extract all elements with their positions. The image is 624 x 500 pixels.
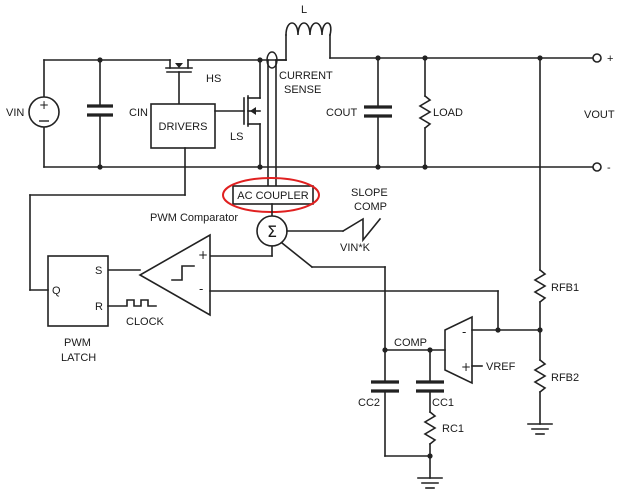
current-sense-label-2: SENSE bbox=[284, 84, 321, 96]
slope-label-1: SLOPE bbox=[351, 187, 388, 199]
rc1-label: RC1 bbox=[442, 423, 464, 435]
vout-label: VOUT bbox=[584, 109, 615, 121]
ac-coupler-block: AC COUPLER bbox=[222, 177, 320, 217]
hs-label: HS bbox=[206, 73, 221, 85]
hs-mosfet: HS bbox=[165, 59, 221, 105]
ls-label: LS bbox=[230, 131, 243, 143]
vout-plus-label: + bbox=[607, 53, 613, 65]
drivers-block: DRIVERS bbox=[150, 103, 245, 149]
vin-k-label: VIN*K bbox=[340, 242, 371, 254]
clock-source: CLOCK bbox=[107, 299, 165, 328]
svg-text:+: + bbox=[198, 248, 208, 262]
svg-text:-: - bbox=[199, 282, 203, 296]
latch-r-label: R bbox=[95, 301, 103, 313]
ac-coupler-highlight bbox=[222, 177, 320, 213]
vref-label: VREF bbox=[486, 361, 516, 373]
error-amplifier: - + VREF COMP bbox=[382, 290, 541, 385]
cout-capacitor: COUT bbox=[326, 55, 392, 170]
load-resistor: LOAD bbox=[418, 55, 463, 170]
inductor-l: L bbox=[275, 4, 332, 61]
rfb2-label: RFB2 bbox=[551, 372, 579, 384]
pwm-comparator-label: PWM Comparator bbox=[150, 212, 238, 224]
current-sense-label-1: CURRENT bbox=[279, 70, 333, 82]
latch-label-1: PWM bbox=[64, 337, 91, 349]
svg-text:+: + bbox=[39, 98, 49, 112]
sigma-symbol: Σ bbox=[267, 222, 277, 241]
ac-coupler-label: AC COUPLER bbox=[237, 190, 309, 202]
pwm-latch: Q S R PWM LATCH bbox=[29, 147, 186, 364]
power-rails bbox=[43, 57, 593, 168]
latch-label-2: LATCH bbox=[61, 352, 96, 364]
comp-label: COMP bbox=[394, 337, 427, 349]
cc1-label: CC1 bbox=[432, 397, 454, 409]
cout-label: COUT bbox=[326, 107, 357, 119]
cin-capacitor: CIN bbox=[87, 57, 148, 170]
vin-source: + VIN bbox=[6, 59, 60, 168]
load-label: LOAD bbox=[433, 107, 463, 119]
vin-label: VIN bbox=[6, 107, 24, 119]
rfb1-label: RFB1 bbox=[551, 282, 579, 294]
ls-mosfet: LS bbox=[230, 57, 263, 170]
svg-text:+: + bbox=[461, 360, 471, 374]
vout-minus-label: - bbox=[607, 162, 611, 174]
current-sense: CURRENT SENSE bbox=[266, 51, 333, 187]
latch-q-label: Q bbox=[52, 285, 61, 297]
compensation-network: CC2 CC1 RC1 bbox=[358, 349, 464, 489]
slope-comp-source: SLOPE COMP VIN*K bbox=[340, 187, 388, 254]
summing-junction: Σ bbox=[209, 215, 386, 351]
clock-label: CLOCK bbox=[126, 316, 165, 328]
cc2-label: CC2 bbox=[358, 397, 380, 409]
latch-s-label: S bbox=[95, 265, 102, 277]
feedback-divider: RFB1 RFB2 bbox=[527, 55, 579, 435]
vout-terminals: + - VOUT bbox=[584, 53, 615, 174]
slope-label-2: COMP bbox=[354, 201, 387, 213]
pwm-comparator: + - PWM Comparator bbox=[107, 212, 499, 317]
drivers-label: DRIVERS bbox=[159, 121, 208, 133]
svg-text:-: - bbox=[462, 325, 466, 339]
inductor-label: L bbox=[301, 4, 307, 16]
cin-label: CIN bbox=[129, 107, 148, 119]
